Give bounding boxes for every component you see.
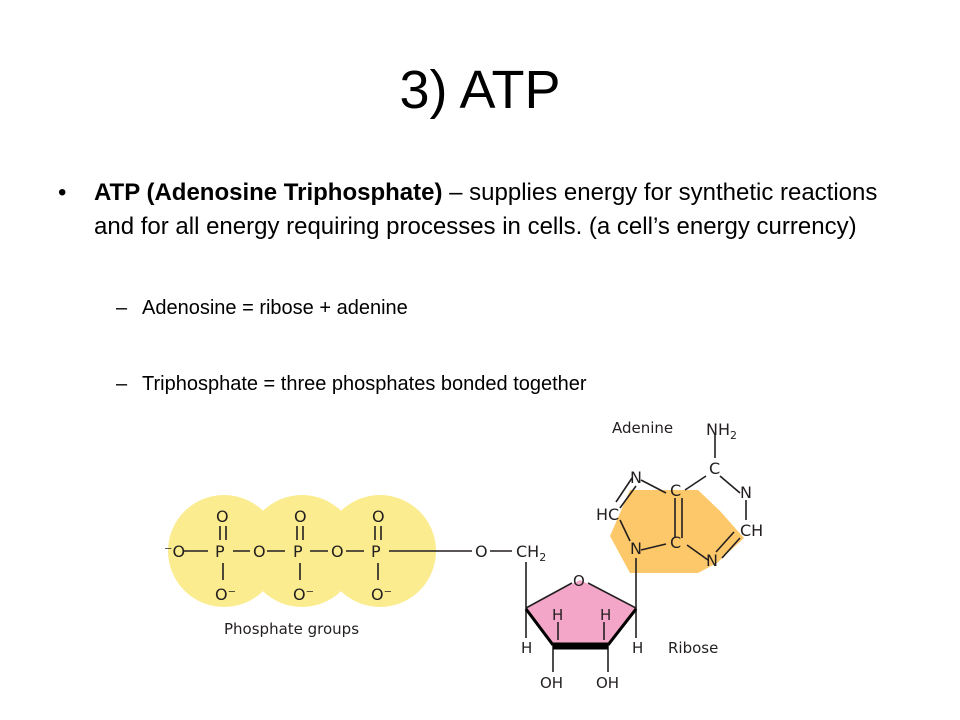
phosphate-circle	[246, 495, 358, 607]
ribose-hydrogen: H	[521, 639, 532, 657]
adenine-atom-n3: N	[706, 551, 718, 570]
adenine-atom-n7: N	[630, 468, 642, 487]
ribose-hydroxyl: OH	[596, 674, 619, 692]
ribose-wedge-right	[606, 608, 638, 646]
ribose-hydrogen: H	[632, 639, 643, 657]
ribose-ring-oxygen: O	[573, 572, 585, 590]
oxygen-minus-bottom: O⁻	[293, 585, 314, 604]
phosphate-oxygen-top: O	[216, 507, 229, 526]
adenine-atom-c4: C	[670, 533, 681, 552]
adenine-label: Adenine	[612, 419, 673, 437]
adenine-ring-fill	[610, 490, 744, 573]
ribose-wedge-left	[524, 608, 555, 646]
phosphate-circles	[168, 495, 436, 607]
ribose-label: Ribose	[668, 639, 718, 657]
oxygen-minus-bottom: O⁻	[371, 585, 392, 604]
adenine-atom-c6: C	[709, 459, 720, 478]
subbullet-text: Adenosine = ribose + adenine	[142, 297, 408, 319]
phosphate-circle	[324, 495, 436, 607]
phosphate-groups-label: Phosphate groups	[224, 620, 359, 638]
phosphate-oxygen-top: O	[372, 507, 385, 526]
ch2-subscript: 2	[539, 551, 546, 564]
slide-title: 3) ATP	[399, 60, 561, 120]
amino-group: NH2	[706, 420, 737, 442]
bullet-row: • ATP (Adenosine Triphosphate) – supplie…	[58, 176, 918, 244]
ribose-ring-fill	[526, 580, 636, 644]
subbullet-text: Triphosphate = three phosphates bonded t…	[142, 373, 587, 395]
oxygen-minus-bottom: O⁻	[215, 585, 236, 604]
adenine-atom-c2: CH	[740, 521, 763, 540]
main-bullet: • ATP (Adenosine Triphosphate) – supplie…	[58, 176, 918, 244]
bridging-oxygen: O	[253, 542, 266, 561]
bullet-bold-term: ATP (Adenosine Triphosphate)	[94, 179, 443, 206]
adenine-atom-c5: C	[670, 481, 681, 500]
phosphorus-atom: P	[371, 542, 381, 561]
oxygen-minus-left: ⁻O	[164, 542, 185, 561]
atp-structure-diagram: O O O ⁻O P O P O P O⁻ O⁻ O⁻ Phosphate gr…	[164, 419, 763, 692]
adenine-atom-n1: N	[740, 483, 752, 502]
adenine-atom-c8: HC	[596, 505, 619, 524]
bond-lines	[184, 433, 747, 672]
nh2-subscript: 2	[730, 429, 737, 442]
ch2-group: CH2	[516, 542, 546, 564]
phosphorus-atom: P	[215, 542, 225, 561]
subbullet-dash: –	[116, 373, 128, 395]
adenine-atom-n9: N	[630, 539, 642, 558]
subbullet-dash: –	[116, 297, 128, 319]
ch2-text: CH	[516, 542, 539, 561]
ribose-hydrogen: H	[552, 606, 563, 624]
bullet-description: – supplies energy for synthetic reaction…	[94, 179, 878, 240]
bridging-oxygen: O	[331, 542, 344, 561]
nh2-text: NH	[706, 420, 730, 439]
phosphorus-atom: P	[293, 542, 303, 561]
ribose-hydroxyl: OH	[540, 674, 563, 692]
bullet-marker: •	[58, 179, 67, 206]
subbullet-triphosphate: –Triphosphate = three phosphates bonded …	[116, 371, 587, 397]
linker-oxygen: O	[475, 542, 488, 561]
ribose-hydrogen: H	[600, 606, 611, 624]
phosphate-circle	[168, 495, 280, 607]
phosphate-oxygen-top: O	[294, 507, 307, 526]
subbullet-adenosine: –Adenosine = ribose + adenine	[116, 295, 408, 321]
